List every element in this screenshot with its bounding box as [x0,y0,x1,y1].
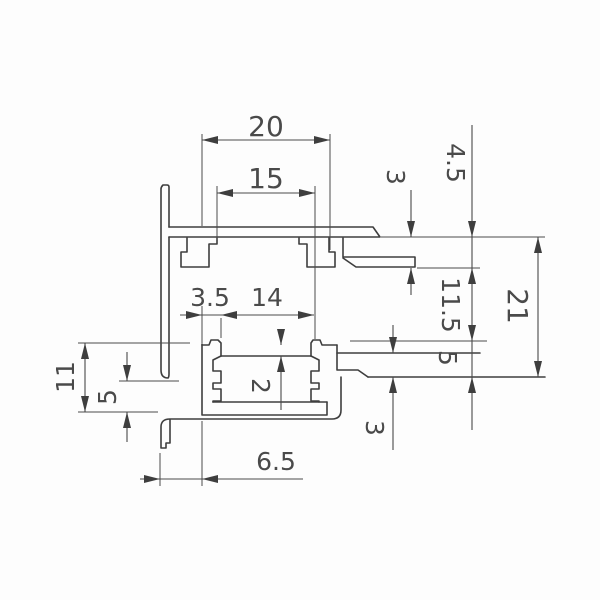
upper-profile-outline [160,184,416,379]
dim-label-right-step: 3 [381,169,410,185]
dim-label-wall-thickness: 2 [246,378,275,394]
bottom-plate-and-leg [160,376,342,449]
dim-label-top-slot-width: 15 [248,162,284,195]
dim-label-bottom-right-thickness: 3 [360,420,389,436]
box-top-left-lip [201,339,222,357]
upper-left-hook [180,237,218,268]
dim-label-right-mid: 11.5 [436,277,465,333]
lower-profile-outline [160,339,546,449]
dim-label-left-height: 11 [51,361,80,393]
upper-left-flange [160,184,170,379]
dim-label-left-lower: 5 [93,389,122,405]
dimension-labels: 20 15 3.5 14 6.5 11 5 2 3 4.5 11.5 5 21 … [51,110,534,476]
dim-label-right-lower: 5 [433,350,462,366]
box-right-wall [336,344,369,378]
box-left-wall [201,343,328,416]
dimension-arrowheads [81,136,542,483]
dim-label-right-total: 21 [501,288,534,324]
extension-lines [78,134,545,486]
dim-label-right-top: 4.5 [441,143,470,183]
box-top-right-lip [310,339,338,357]
box-right-teeth [310,355,320,403]
dim-label-top-width: 20 [248,110,284,143]
upper-right-shelf [342,237,416,268]
dim-label-lower-offset: 3.5 [190,283,230,312]
dim-label-lower-slot-width: 14 [251,283,283,312]
dim-label-bottom-width: 6.5 [256,447,296,476]
upper-rail [168,226,381,238]
upper-right-hook [298,237,336,268]
box-left-teeth [212,355,222,403]
